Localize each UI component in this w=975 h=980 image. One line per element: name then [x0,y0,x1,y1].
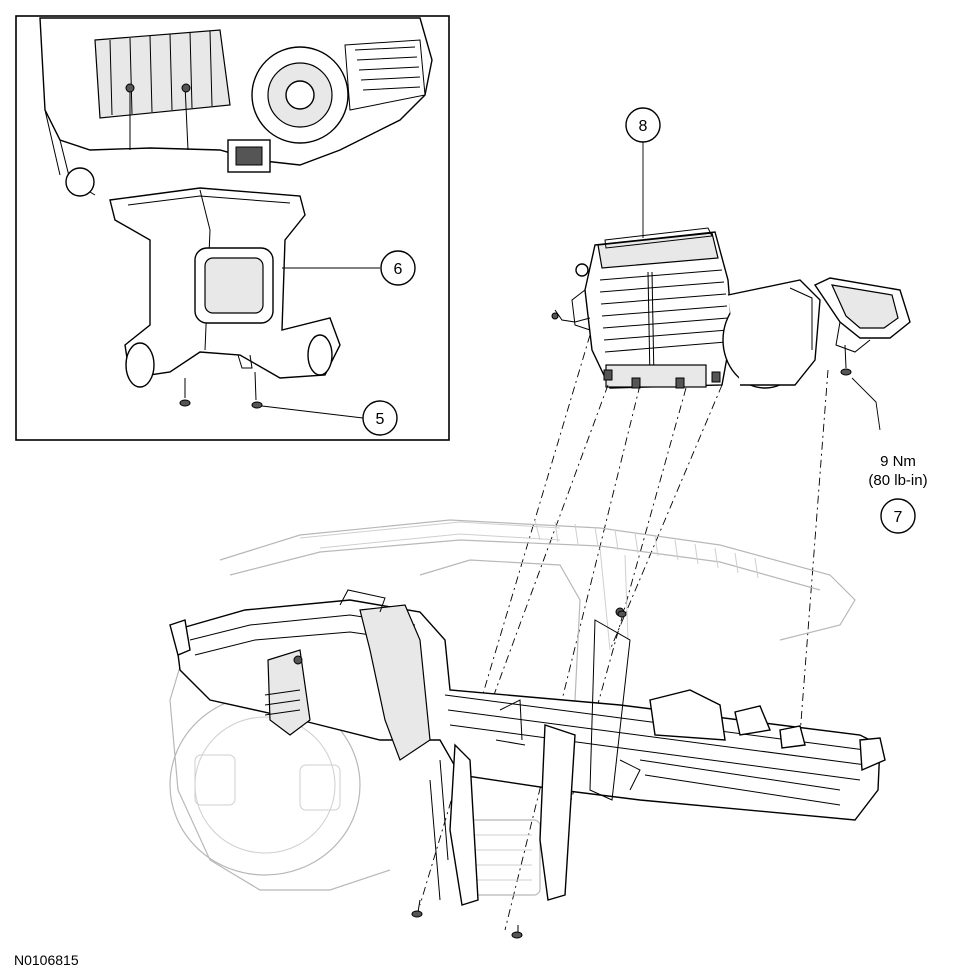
hvac-assembly [551,227,911,389]
instrument-panel-ghost [169,519,856,896]
inset-heater-housing [39,17,433,197]
bolt-icon [511,931,523,939]
torque-metric: 9 Nm [880,453,916,470]
bolt-icon [840,368,852,376]
bolt-icon [411,910,423,918]
leader-5 [261,405,364,419]
torque-imperial: (80 lb-in) [868,472,927,489]
inset-fasteners [179,371,263,409]
callout-6: 6 [380,250,416,286]
callout-5: 5 [362,400,398,436]
pin-icon [251,401,263,409]
pin-icon [179,399,191,407]
bolt-icon [617,610,627,618]
cross-car-beam [169,589,886,939]
leader-7 [851,377,881,431]
callout-6-label: 6 [394,261,403,278]
callout-5-label: 5 [376,411,385,428]
figure-id: N0106815 [14,952,79,968]
callout-7-label: 7 [894,509,903,526]
inset-frame [15,15,450,441]
callout-7: 9 Nm (80 lb-in) 7 [868,453,928,534]
callout-8: 8 [625,107,661,143]
inset-detail-view [15,15,450,441]
alignment-lines [419,334,829,931]
callout-8-label: 8 [639,118,648,135]
inset-floor-duct [109,187,341,388]
